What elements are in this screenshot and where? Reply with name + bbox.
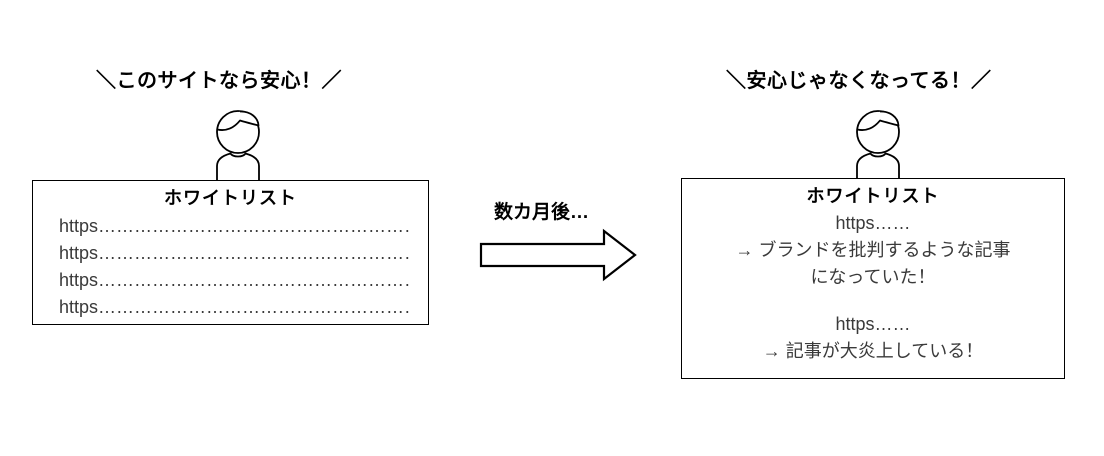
whitelist-box-right: ホワイトリスト https…… → ブランドを批判するような記事 になっていた！… [681, 178, 1065, 379]
list-item: になっていた！ [810, 267, 936, 287]
url-leader: …………………………………………………… [98, 243, 412, 263]
list-item: → 記事が大炎上している！ [762, 341, 984, 361]
url-list: https …………………………………………………… https …………………… [33, 213, 428, 321]
list-item: https …………………………………………………… [59, 240, 412, 267]
list-item: https…… [835, 314, 911, 334]
list-item: https…… [835, 213, 911, 233]
url-leader: …………………………………………………… [98, 297, 412, 317]
whitelist-title-right: ホワイトリスト [806, 186, 940, 206]
left-headline: ＼このサイトなら安心！／ [96, 70, 342, 92]
person-figure-icon [196, 106, 280, 191]
list-item: → ブランドを批判するような記事 [735, 240, 1011, 260]
right-arrow-icon [478, 228, 638, 287]
transition-label: 数カ月後… [494, 202, 590, 223]
url-leader: …………………………………………………… [98, 216, 412, 236]
url-scheme: https [59, 270, 99, 290]
right-headline: ＼安心じゃなくなってる！／ [726, 70, 992, 92]
person-figure-icon [836, 106, 920, 191]
list-item: https …………………………………………………… [59, 213, 412, 240]
url-scheme: https [59, 297, 99, 317]
whitelist-title-left: ホワイトリスト [164, 188, 297, 208]
url-scheme: https [59, 216, 99, 236]
url-leader: …………………………………………………… [98, 270, 412, 290]
incident-note-list: https…… → ブランドを批判するような記事 になっていた！ https……… [682, 210, 1064, 365]
url-scheme: https [59, 243, 99, 263]
list-item: https …………………………………………………… [59, 267, 412, 294]
list-item: https …………………………………………………… [59, 294, 412, 321]
whitelist-box-left: ホワイトリスト https …………………………………………………… https… [32, 180, 429, 325]
list-item-spacer [682, 291, 1064, 311]
